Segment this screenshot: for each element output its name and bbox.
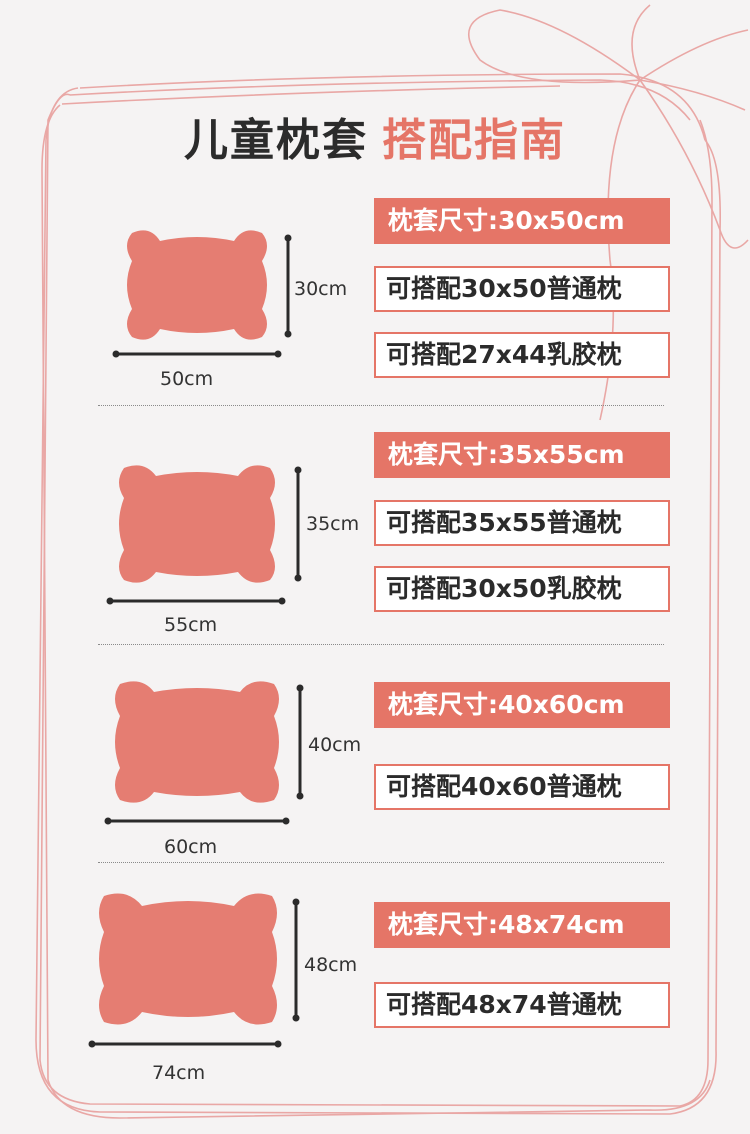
section-divider xyxy=(98,644,664,645)
match-item: 可搭配48x74普通枕 xyxy=(374,982,670,1028)
match-item: 可搭配30x50普通枕 xyxy=(374,266,670,312)
width-label: 60cm xyxy=(164,836,218,858)
height-label: 40cm xyxy=(308,734,362,756)
title-accent: 搭配指南 xyxy=(382,115,566,166)
section-divider xyxy=(98,405,664,406)
height-dimension-line xyxy=(296,684,304,800)
title-main: 儿童枕套 xyxy=(184,115,368,166)
height-label: 35cm xyxy=(306,513,360,535)
width-dimension-line xyxy=(88,1040,282,1048)
match-item: 可搭配30x50乳胶枕 xyxy=(374,566,670,612)
spec-badge: 枕套尺寸:48x74cm xyxy=(374,902,670,948)
width-dimension-line xyxy=(106,597,286,605)
spec-badge: 枕套尺寸:35x55cm xyxy=(374,432,670,478)
match-item: 可搭配27x44乳胶枕 xyxy=(374,332,670,378)
width-dimension-line xyxy=(112,350,282,358)
height-dimension-line xyxy=(294,466,302,582)
height-label: 48cm xyxy=(304,954,358,976)
match-item: 可搭配40x60普通枕 xyxy=(374,764,670,810)
match-item: 可搭配35x55普通枕 xyxy=(374,500,670,546)
height-dimension-line xyxy=(284,234,292,338)
pillow-icon xyxy=(115,681,279,803)
width-dimension-line xyxy=(104,817,290,825)
width-label: 74cm xyxy=(152,1062,206,1084)
pillow-icon xyxy=(127,230,267,340)
page-title: 儿童枕套搭配指南 xyxy=(0,104,750,168)
spec-badge: 枕套尺寸:40x60cm xyxy=(374,682,670,728)
pillow-icon xyxy=(99,893,277,1025)
height-label: 30cm xyxy=(294,278,348,300)
height-dimension-line xyxy=(292,898,300,1022)
section-divider xyxy=(98,862,664,863)
pillow-icon xyxy=(119,465,275,583)
width-label: 50cm xyxy=(160,368,214,390)
width-label: 55cm xyxy=(164,614,218,636)
spec-badge: 枕套尺寸:30x50cm xyxy=(374,198,670,244)
